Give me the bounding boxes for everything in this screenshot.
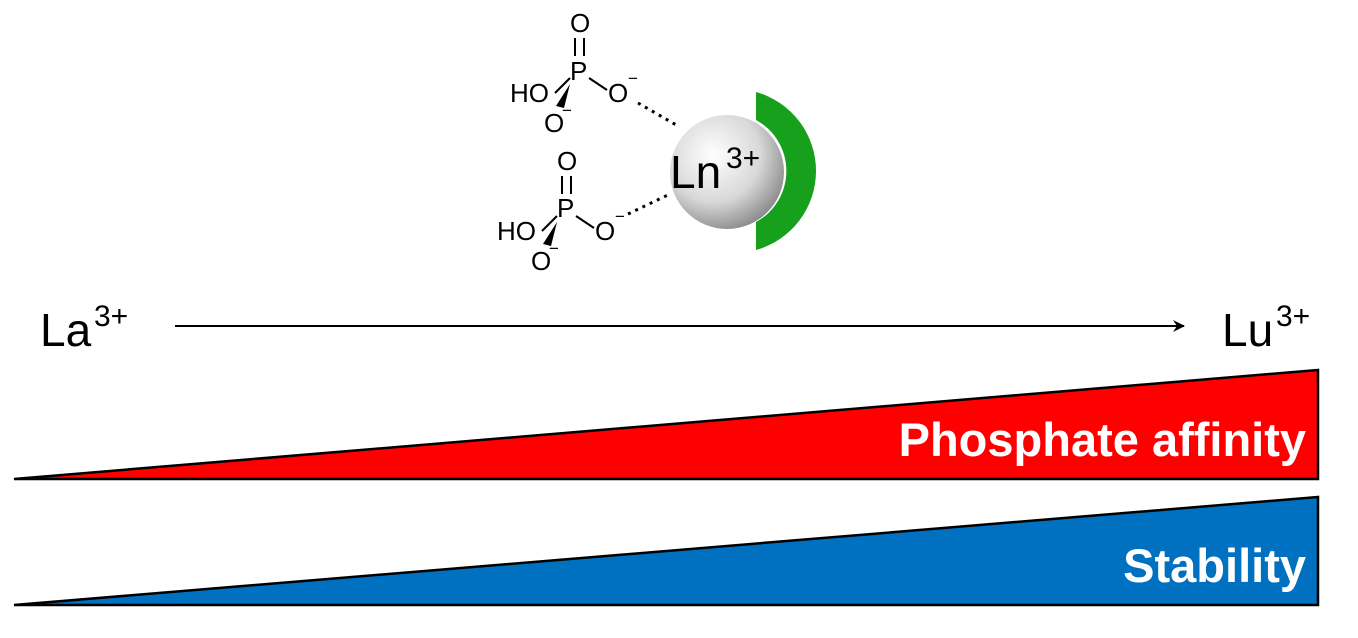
phosphate-bottom-o-right-charge: − bbox=[615, 207, 625, 226]
stability-label: Stability bbox=[1123, 539, 1306, 592]
phosphate-group-bottom: O P HO O − O − bbox=[497, 146, 671, 276]
phosphate-top-oxo-o: O bbox=[570, 8, 590, 38]
metal-charge: 3+ bbox=[726, 142, 760, 175]
lanthanide-series: La 3+ Lu 3+ bbox=[40, 300, 1310, 356]
trend-phosphate-affinity: Phosphate affinity bbox=[13, 368, 1320, 481]
phosphate-top-o-right: O bbox=[608, 78, 628, 108]
phosphate-bottom-ho-bond bbox=[541, 215, 558, 232]
phosphate-top-o-bottom: O bbox=[544, 108, 564, 138]
series-start-symbol: La bbox=[40, 304, 92, 356]
series-end-symbol: Lu bbox=[1222, 304, 1273, 356]
series-start-charge: 3+ bbox=[94, 300, 128, 333]
phosphate-bottom-o-bottom: O bbox=[531, 246, 551, 276]
metal-symbol: Ln bbox=[670, 146, 721, 198]
phosphate-bottom-ho: HO bbox=[497, 216, 536, 246]
phosphate-affinity-label: Phosphate affinity bbox=[899, 413, 1306, 466]
phosphate-bottom-p: P bbox=[557, 193, 574, 223]
trend-stability: Stability bbox=[13, 495, 1320, 607]
metal-ion: Ln 3+ bbox=[670, 92, 817, 250]
phosphate-top-o-right-charge: − bbox=[628, 69, 638, 88]
phosphate-bottom-wedge-bond bbox=[543, 222, 557, 246]
binding-arc bbox=[756, 92, 817, 250]
phosphate-bottom-o-right-bond bbox=[575, 215, 595, 229]
phosphate-group-top: O P HO O − O − bbox=[510, 8, 679, 138]
phosphate-top-ho-bond bbox=[554, 77, 571, 94]
coordination-bond-top bbox=[637, 101, 679, 128]
stability-wedge bbox=[13, 495, 1320, 607]
phosphate-affinity-wedge bbox=[13, 368, 1320, 481]
series-end-charge: 3+ bbox=[1276, 300, 1310, 333]
phosphate-top-o-bottom-charge: − bbox=[562, 101, 572, 120]
phosphate-top-ho: HO bbox=[510, 78, 549, 108]
coordination-bond-bottom bbox=[627, 192, 671, 216]
metal-sphere bbox=[670, 115, 784, 229]
phosphate-bottom-o-bottom-charge: − bbox=[549, 239, 559, 258]
phosphate-top-p: P bbox=[570, 56, 587, 86]
phosphate-top-o-right-bond bbox=[588, 77, 608, 91]
phosphate-bottom-oxo-o: O bbox=[557, 146, 577, 176]
phosphate-bottom-o-right: O bbox=[595, 216, 615, 246]
phosphate-top-wedge-bond bbox=[556, 84, 570, 108]
